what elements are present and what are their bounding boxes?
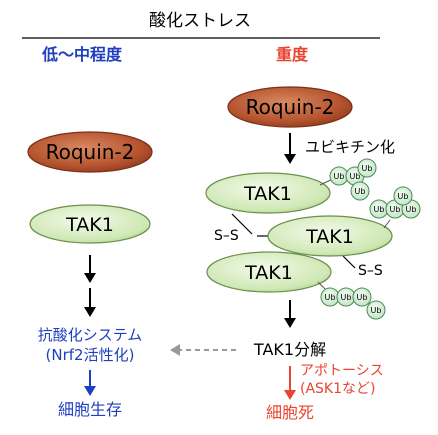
right-outcome: 細胞死: [266, 403, 314, 422]
left-tak1-label: TAK1: [65, 214, 114, 236]
right-header: 重度: [276, 45, 309, 64]
diagram-title: 酸化ストレス: [149, 11, 251, 31]
left-roquin-label: Roquin-2: [46, 140, 135, 164]
left-header: 低〜中程度: [41, 45, 123, 64]
ub-bubble: Ub: [369, 199, 389, 219]
ub-bubble: Ub: [320, 287, 340, 307]
svg-text:Ub: Ub: [355, 187, 366, 196]
ub-bubble: Ub: [350, 181, 370, 201]
ub-chain-bottom: Ub Ub Ub Ub: [317, 281, 386, 320]
ub-bubble: Ub: [393, 186, 413, 206]
tak1-cluster: TAK1 TAK1 TAK1 S–S S–S: [205, 172, 393, 293]
right-tak1-node-bottom: TAK1: [206, 251, 332, 293]
right-roquin-label: Roquin-2: [246, 95, 335, 119]
right-roquin-node: Roquin-2: [227, 86, 353, 128]
svg-text:Ub: Ub: [334, 172, 345, 181]
disulfide-label-right: S–S: [358, 263, 383, 279]
svg-text:Ub: Ub: [325, 293, 336, 302]
ub-bubble: Ub: [357, 158, 377, 178]
ubiquitination-arrow: [284, 133, 296, 164]
right-tak1-node-top: TAK1: [205, 172, 331, 214]
ub-bubble: Ub: [336, 287, 356, 307]
svg-text:Ub: Ub: [406, 205, 417, 214]
ub-chain-top: Ub Ub Ub Ub: [319, 158, 377, 201]
degradation-arrow: [284, 300, 296, 328]
degradation-label: TAK1分解: [253, 340, 326, 359]
svg-text:Ub: Ub: [374, 205, 385, 214]
left-system-line1: 抗酸化システム: [38, 326, 143, 344]
right-tak1-label-middle: TAK1: [305, 226, 354, 248]
right-tak1-node-middle: TAK1: [267, 215, 393, 257]
svg-text:Ub: Ub: [362, 164, 373, 173]
left-roquin-node: Roquin-2: [27, 131, 153, 173]
left-blue-arrow: [84, 370, 96, 396]
svg-text:Ub: Ub: [390, 205, 401, 214]
svg-text:Ub: Ub: [350, 172, 361, 181]
left-tak1-node: TAK1: [29, 204, 151, 244]
left-outcome: 細胞生存: [58, 400, 122, 419]
apoptosis-line1: アポトーシス: [300, 363, 384, 379]
ub-chain-middle: Ub Ub Ub Ub: [369, 186, 421, 229]
right-tak1-label-bottom: TAK1: [244, 262, 293, 284]
apoptosis-arrow: [284, 366, 296, 400]
ub-bubble: Ub: [352, 287, 372, 307]
svg-text:Ub: Ub: [398, 192, 409, 201]
svg-text:Ub: Ub: [341, 293, 352, 302]
svg-text:Ub: Ub: [357, 293, 368, 302]
ub-bubble: Ub: [366, 300, 386, 320]
left-system-line2: (Nrf2活性化): [46, 346, 135, 364]
disulfide-label-left: S–S: [214, 228, 239, 244]
left-arrows: [84, 255, 96, 317]
ub-bubble: Ub: [329, 166, 349, 186]
svg-text:Ub: Ub: [371, 306, 382, 315]
ubiquitination-label: ユビキチン化: [305, 138, 395, 156]
right-tak1-label-top: TAK1: [243, 183, 292, 205]
dashed-inhibition-arrow: [170, 344, 236, 356]
apoptosis-line2: (ASK1など): [300, 381, 375, 397]
